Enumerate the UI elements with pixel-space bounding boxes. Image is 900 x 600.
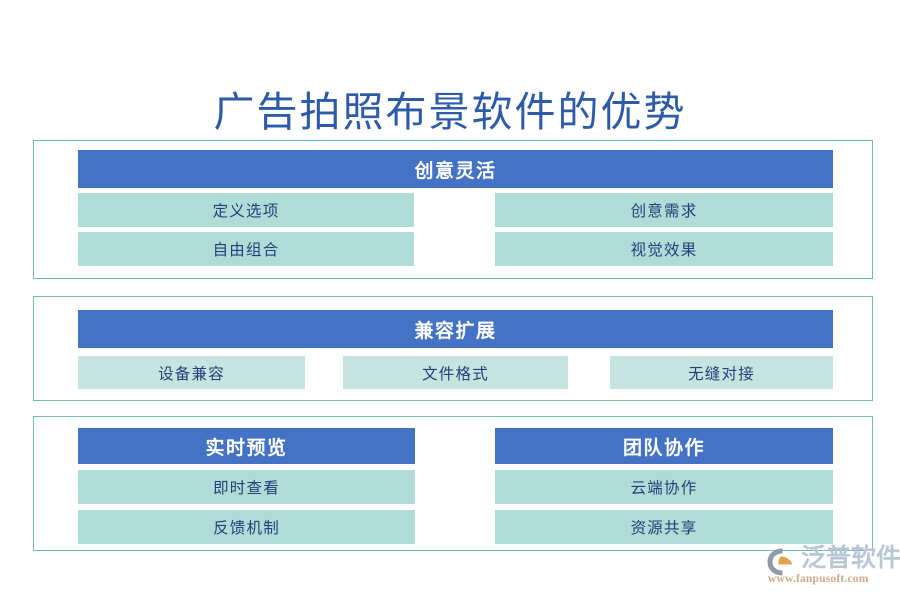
- section-1-item-3[interactable]: 视觉效果: [495, 232, 833, 266]
- page-title: 广告拍照布景软件的优势: [213, 89, 687, 135]
- brand-name: 泛普软件: [801, 544, 900, 572]
- section-2-item-2[interactable]: 无缝对接: [610, 356, 833, 389]
- section-2-header: 兼容扩展: [78, 310, 833, 348]
- section-1-item-2[interactable]: 自由组合: [78, 232, 414, 266]
- section-1-item-0[interactable]: 定义选项: [78, 193, 414, 227]
- section-1-header: 创意灵活: [78, 150, 833, 188]
- brand-watermark: 泛普软件 www.fanpusoft.com: [766, 546, 900, 594]
- section-1-item-1[interactable]: 创意需求: [495, 193, 833, 227]
- section-3-group-1-item-0[interactable]: 云端协作: [495, 470, 833, 504]
- section-3-group-1-item-1[interactable]: 资源共享: [495, 510, 833, 544]
- section-2-item-0[interactable]: 设备兼容: [78, 356, 305, 389]
- fanpu-swoosh-logo-icon: [767, 548, 793, 576]
- section-3-group-1-header: 团队协作: [495, 428, 833, 464]
- brand-url: www.fanpusoft.com: [768, 573, 869, 585]
- section-2-item-1[interactable]: 文件格式: [343, 356, 568, 389]
- section-3-group-0-item-1[interactable]: 反馈机制: [78, 510, 415, 544]
- section-3-group-0-item-0[interactable]: 即时查看: [78, 470, 415, 504]
- section-3-group-0-header: 实时预览: [78, 428, 415, 464]
